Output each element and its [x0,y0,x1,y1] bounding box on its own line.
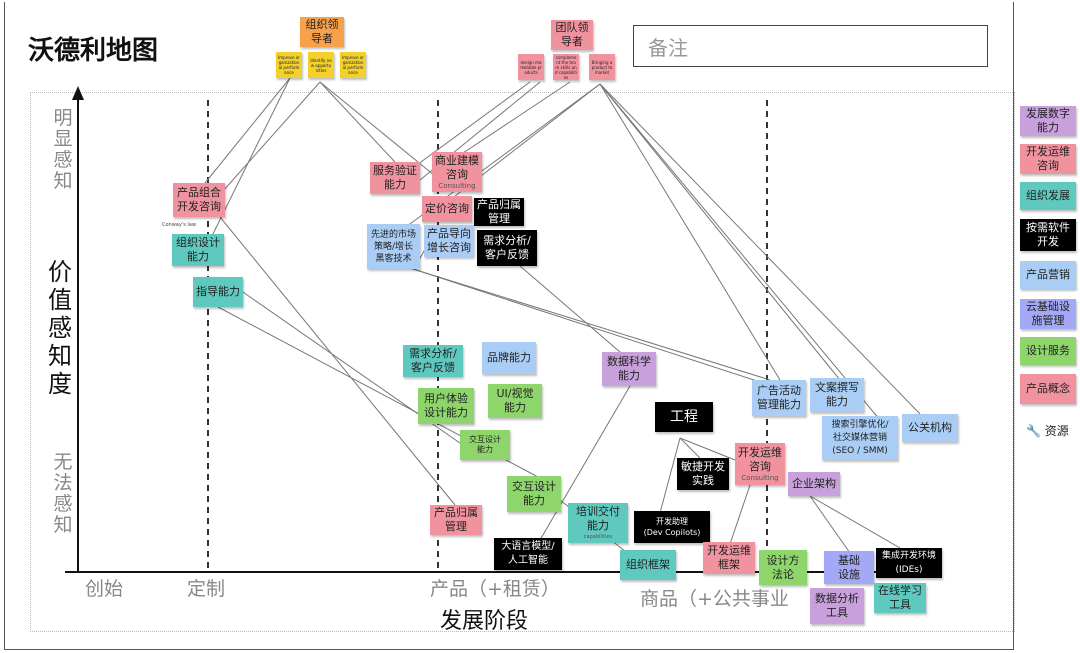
legend-item[interactable]: 组织发展 [1020,182,1076,210]
x-axis-label: 发展阶段 [440,609,529,634]
team-leader-goal[interactable]: Bringing a product to market [589,54,615,80]
component[interactable]: 定价咨询 [422,196,472,222]
component[interactable]: 文案撰写 能力 [810,378,864,412]
team-leader-note[interactable]: 团队领导者 [551,20,593,50]
component[interactable]: 企业架构 [788,472,840,496]
component[interactable]: 公关机构 [902,414,958,442]
conway-annotation: Conway's law [162,222,196,228]
consulting-tag: Consulting [438,181,476,190]
component[interactable]: 品牌能力 [482,342,536,374]
component[interactable]: 开发运维 框架 [703,542,755,574]
component-label: 培训交付 能力 [576,504,620,532]
component[interactable]: 数据分析 工具 [810,588,864,624]
y-axis-label: 价值感知度 [48,258,72,398]
notes-box[interactable]: 备注 [633,25,988,67]
component[interactable]: 基础 设施 [824,551,874,584]
team-leader-goal[interactable]: complement the team skills and capabilit… [553,54,579,80]
legend-item[interactable]: 按需软件 开发 [1020,219,1076,251]
component[interactable]: 敏捷开发 实践 [677,458,729,490]
component-label: 开发运维 咨询 [738,445,782,473]
resources-link[interactable]: 🔧 资源 [1026,422,1069,439]
stage-custom: 定制 [187,578,226,600]
component[interactable]: 先进的市场 策略/增长 黑客技术 [367,224,420,269]
component[interactable]: 工程 [655,402,713,432]
wrench-icon: 🔧 [1026,424,1041,438]
legend-label: 开发运维 咨询 [1026,145,1070,172]
component[interactable]: 搜索引擎优化/ 社交媒体营销 (SEO / SMM) [822,416,898,460]
component[interactable]: 用户体验 设计能力 [418,388,474,424]
page-title: 沃德利地图 [28,36,159,66]
legend-item[interactable]: 产品营销 [1020,261,1076,289]
component-label: 商业建模 咨询 [435,153,479,181]
org-leader-goal[interactable]: Identify new opportunities [308,52,334,78]
consulting-tag: Consulting [741,473,779,482]
legend-label: 产品概念 [1026,382,1070,395]
component[interactable]: 开发助理 (Dev Copilots) [634,511,710,543]
legend-item[interactable]: 发展数字 能力 [1020,106,1076,136]
component[interactable]: 需求分析/ 客户反馈 [477,230,537,266]
component[interactable]: 设计方 法论 [759,550,807,585]
component[interactable]: 指导能力 [193,277,243,307]
component[interactable]: 组织框架 [620,550,676,580]
org-leader-goal[interactable]: Improve organizational performance [276,52,302,78]
legend-label: 发展数字 能力 [1026,107,1070,134]
map-plot-area [30,92,1015,632]
component[interactable]: 数据科学 能力 [602,352,656,386]
stage-commodity: 商品（+公共事业 [640,588,789,610]
component[interactable]: 服务验证 能力 [370,162,420,194]
legend-item[interactable]: 云基础设 施管理 [1020,299,1076,329]
y-axis-top-label: 明显感知 [53,107,73,192]
legend-label: 组织发展 [1026,189,1070,202]
component[interactable]: 产品导向 增长咨询 [424,225,474,257]
legend-item[interactable]: 开发运维 咨询 [1020,144,1076,174]
component[interactable]: UI/视觉 能力 [488,384,542,418]
component[interactable]: 交互设计 能力 [460,430,510,460]
legend-label: 按需软件 开发 [1026,221,1070,248]
resources-label: 资源 [1044,424,1069,438]
component[interactable]: 广告活动 管理能力 [752,380,806,416]
legend-item[interactable]: 产品概念 [1020,374,1076,404]
org-leader-note[interactable]: 组织领导者 [300,17,344,47]
legend-item[interactable]: 设计服务 [1020,337,1076,365]
team-leader-goal[interactable]: design marketable products [518,54,544,80]
legend-label: 设计服务 [1026,344,1070,357]
component[interactable]: 产品归属 管理 [430,505,482,535]
stage-product: 产品（+租赁） [430,578,560,600]
map-frame [4,2,1014,650]
component[interactable]: 交互设计 能力 [507,476,561,512]
legend-label: 产品营销 [1026,268,1070,281]
stage-genesis: 创始 [85,578,124,600]
y-axis-bottom-label: 无法感知 [53,451,73,536]
component[interactable]: 组织设计 能力 [172,234,224,266]
component[interactable]: 产品归属 管理 [474,198,524,226]
component[interactable]: 需求分析/ 客户反馈 [403,345,463,377]
legend-label: 云基础设 施管理 [1026,300,1070,327]
org-leader-goal[interactable]: Improve organizational performance [340,52,366,78]
y-axis-arrow [72,86,84,100]
capabilities-tag: capabilities [583,533,613,540]
component[interactable]: 产品组合 开发咨询 [173,183,225,217]
component[interactable]: 集成开发环境 (IDEs) [876,548,942,578]
component[interactable]: 大语言模型/ 人工智能 [494,538,562,570]
component[interactable]: 在线学习 工具 [874,583,926,613]
